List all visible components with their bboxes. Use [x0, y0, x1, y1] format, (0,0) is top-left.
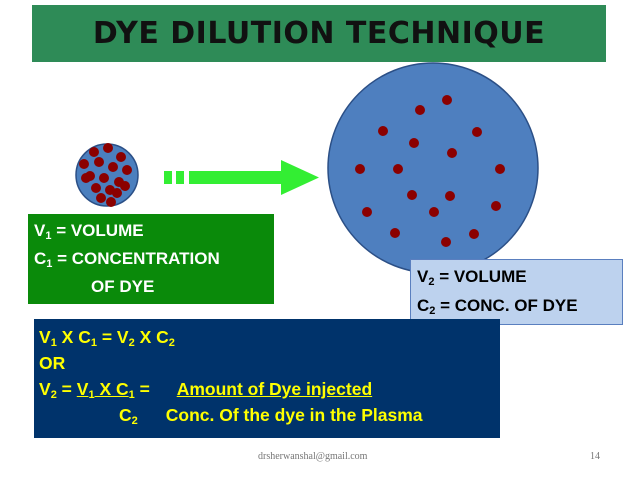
dye-particle [112, 188, 122, 198]
dye-particle [89, 147, 99, 157]
formula-box: V1 X C1 = V2 X C2 OR V2 = V1 X C1 = Amou… [34, 319, 500, 438]
dye-particle [120, 181, 130, 191]
dye-particle [469, 229, 479, 239]
v2-definition: V2 = VOLUME [417, 267, 527, 288]
large-circle-dye-dots [355, 95, 505, 247]
c2-definition: C2 = CONC. OF DYE [417, 296, 578, 317]
small-circle-dye-dots [79, 143, 132, 207]
page-number: 14 [590, 451, 600, 462]
dye-particle [442, 95, 452, 105]
dye-particle [103, 143, 113, 153]
dye-particle [447, 148, 457, 158]
dye-particle [81, 173, 91, 183]
dye-particle [99, 173, 109, 183]
v1-definition: V1 = VOLUME [34, 221, 144, 242]
dye-particle [472, 127, 482, 137]
dye-particle [96, 193, 106, 203]
dye-particle [106, 197, 116, 207]
dye-particle [393, 164, 403, 174]
title-banner: DYE DILUTION TECHNIQUE [32, 5, 606, 62]
dye-particle [122, 165, 132, 175]
c1-definition-continued: OF DYE [91, 277, 155, 296]
dye-particle [91, 183, 101, 193]
dye-particle [378, 126, 388, 136]
dilution-equation: V1 X C1 = V2 X C2 [39, 327, 175, 349]
dye-particle [355, 164, 365, 174]
dye-particle [491, 201, 501, 211]
initial-volume-box: V1 = VOLUME C1 = CONCENTRATION OF DYE [28, 214, 274, 304]
dye-particle [415, 105, 425, 115]
dye-particle [407, 190, 417, 200]
rearranged-equation: V2 = V1 X C1 = Amount of Dye injected [39, 379, 373, 401]
or-label: OR [39, 353, 66, 373]
dye-particle [441, 237, 451, 247]
dye-particle [116, 152, 126, 162]
dye-particle [362, 207, 372, 217]
dye-particle [409, 138, 419, 148]
dye-particle [108, 162, 118, 172]
arrow-icon [164, 160, 319, 195]
slide-title: DYE DILUTION TECHNIQUE [92, 16, 546, 51]
dye-particle [390, 228, 400, 238]
numerator-text: Amount of Dye injected [176, 379, 373, 399]
denominator-text: Conc. Of the dye in the Plasma [165, 405, 423, 425]
dye-particle [495, 164, 505, 174]
dye-particle [94, 157, 104, 167]
dye-particle [79, 159, 89, 169]
c1-definition: C1 = CONCENTRATION [34, 249, 220, 270]
final-volume-box: V2 = VOLUME C2 = CONC. OF DYE [410, 259, 623, 325]
footer-email: drsherwanshal@gmail.com [258, 451, 368, 462]
dye-particle [445, 191, 455, 201]
dye-particle [429, 207, 439, 217]
